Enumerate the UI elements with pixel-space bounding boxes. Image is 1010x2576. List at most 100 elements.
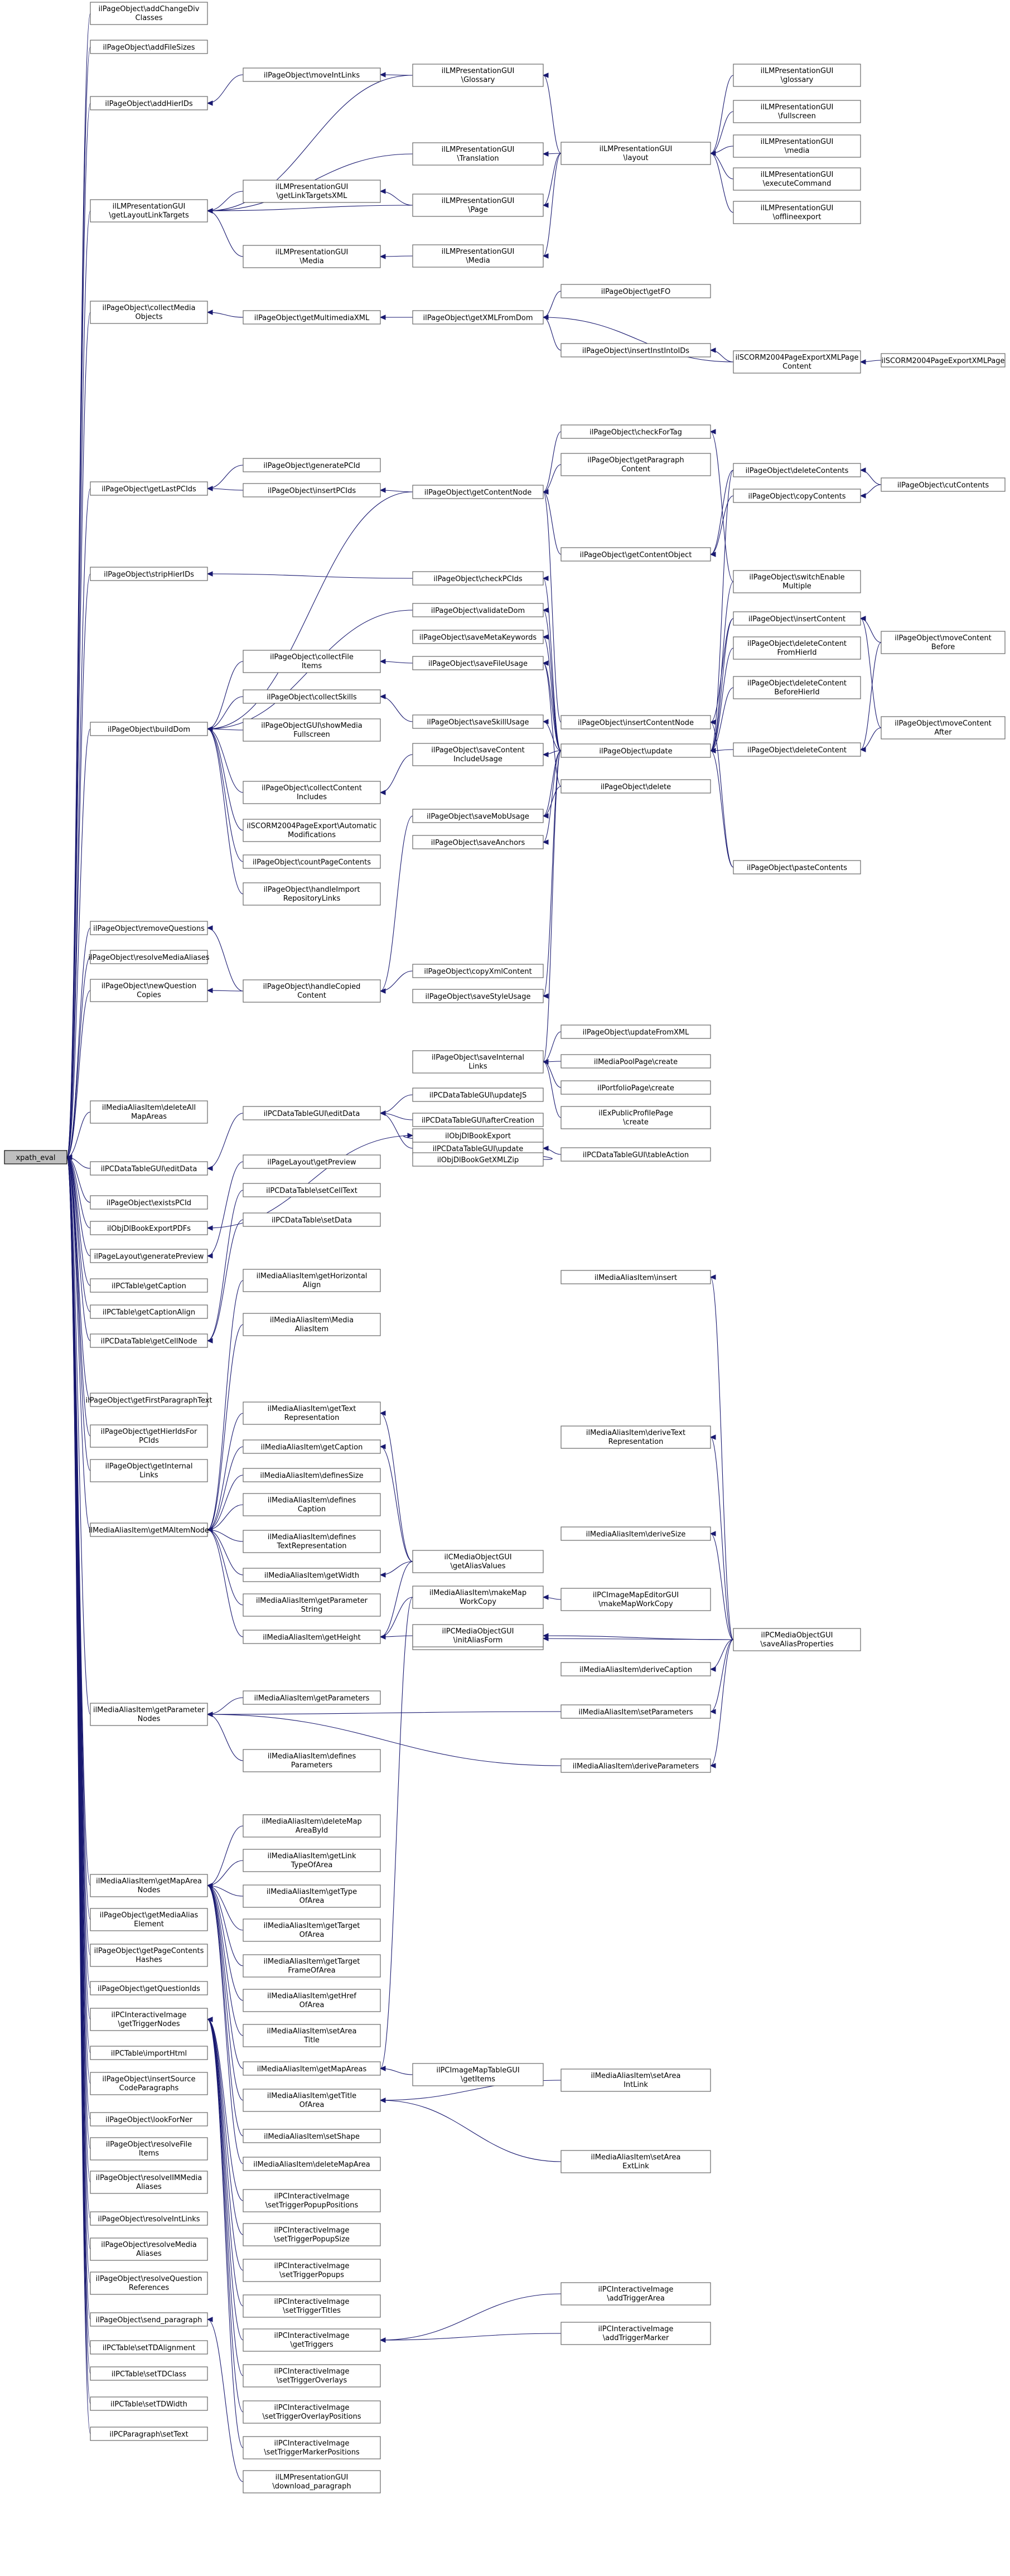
graph-node-m47[interactable]: ilPCInteractiveImage\setTriggerOverlays [243,2364,381,2387]
graph-node-e5[interactable]: ilLMPresentationGUI\offlineexport [733,201,861,224]
graph-node-m25[interactable]: ilMediaAliasItem\definesTextRepresentati… [243,1530,381,1553]
graph-node-e8[interactable]: ilPageObject\copyContents [733,489,861,503]
graph-node-d21[interactable]: ilMediaAliasItem\deriveParameters [560,1758,711,1773]
graph-node-d24[interactable]: ilPCInteractiveImage\addTriggerArea [560,2282,711,2306]
graph-node-c9[interactable]: ilPageObject\saveMetaKeywords [412,630,544,644]
graph-node-m18[interactable]: ilPCDataTable\setData [243,1212,381,1227]
graph-node-m28[interactable]: ilMediaAliasItem\getHeight [243,1630,381,1644]
graph-node-c16[interactable]: ilPageObject\saveStyleUsage [412,989,544,1003]
graph-node-root[interactable]: xpath_eval [4,1150,67,1164]
graph-node-n18[interactable]: ilPCTable\getCaptionAlign [90,1304,208,1319]
graph-node-n10[interactable]: ilPageObject\resolveMediaAliases [88,950,210,964]
graph-node-f2[interactable]: ilPageObject\cutContents [881,477,1006,492]
graph-node-m38[interactable]: ilMediaAliasItem\getMapAreas [243,2061,381,2076]
graph-node-n7[interactable]: ilPageObject\stripHierIDs [90,567,208,581]
graph-node-d2[interactable]: ilPageObject\getFO [560,284,711,298]
graph-node-n39[interactable]: ilPCTable\setTDAlignment [90,2340,208,2355]
graph-node-m17[interactable]: ilPCDataTable\setCellText [243,1183,381,1197]
graph-node-c3[interactable]: ilLMPresentationGUI\Page [412,194,544,217]
graph-node-m48[interactable]: ilPCInteractiveImage\setTriggerOverlayPo… [243,2400,381,2424]
graph-node-n2[interactable]: ilPageObject\addFileSizes [90,40,208,54]
graph-node-d20[interactable]: ilMediaAliasItem\setParameters [560,1704,711,1719]
graph-node-c6[interactable]: ilPageObject\getContentNode [412,485,544,499]
graph-node-n19[interactable]: ilPCDataTable\getCellNode [90,1333,208,1348]
graph-node-d17[interactable]: ilMediaAliasItem\deriveSize [560,1526,711,1541]
graph-node-d14[interactable]: ilPCDataTableGUI\tableAction [560,1147,711,1162]
graph-node-n29[interactable]: ilPCInteractiveImage\getTriggerNodes [90,2008,208,2031]
graph-node-m15[interactable]: ilPCDataTableGUI\editData [243,1106,381,1120]
graph-node-m44[interactable]: ilPCInteractiveImage\setTriggerPopups [243,2259,381,2282]
graph-node-c5[interactable]: ilPageObject\getXMLFromDom [412,310,544,325]
graph-node-m6[interactable]: ilPageObject\insertPCIds [243,483,381,497]
graph-node-n14[interactable]: ilPageObject\existsPCId [90,1195,208,1210]
graph-node-d25[interactable]: ilPCInteractiveImage\addTriggerMarker [560,2322,711,2345]
graph-node-c23[interactable]: ilCMediaObjectGUI\getAliasValues [412,1550,544,1573]
graph-node-n4[interactable]: ilLMPresentationGUI\getLayoutLinkTargets [90,199,208,223]
graph-node-d18[interactable]: ilMediaAliasItem\deriveCaption [560,1662,711,1676]
graph-node-e3[interactable]: ilLMPresentationGUI\media [733,134,861,158]
graph-node-n38[interactable]: ilPageObject\send_paragraph [90,2312,208,2327]
graph-node-e10[interactable]: ilPageObject\insertContent [733,611,861,626]
graph-node-m16[interactable]: ilPageLayout\getPreview [243,1154,381,1169]
graph-node-d3[interactable]: ilPageObject\insertInstIntoIDs [560,343,711,357]
graph-node-m8[interactable]: ilPageObject\collectSkills [243,689,381,704]
graph-node-d6[interactable]: ilPageObject\getContentObject [560,547,711,562]
graph-node-c7[interactable]: ilPageObject\checkPCIds [412,571,544,586]
graph-node-m43[interactable]: ilPCInteractiveImage\setTriggerPopupSize [243,2223,381,2246]
graph-node-m3[interactable]: ilLMPresentationGUI\getLinkTargetsXML [243,180,381,203]
graph-node-c22[interactable]: ilObjDlBookGetXMLZip [412,1152,544,1167]
graph-node-d19[interactable]: ilPCImageMapEditorGUI\makeMapWorkCopy [560,1588,711,1611]
graph-node-m42[interactable]: ilPCInteractiveImage\setTriggerPopupPosi… [243,2189,381,2212]
graph-node-n8[interactable]: ilPageObject\buildDom [90,722,208,736]
graph-node-d7[interactable]: ilPageObject\insertContentNode [560,715,711,729]
graph-node-n6[interactable]: ilPageObject\getLastPCIds [90,481,208,496]
graph-node-d12[interactable]: ilPortfolioPage\create [560,1080,711,1095]
graph-node-m40[interactable]: ilMediaAliasItem\setShape [243,2129,381,2143]
graph-node-n36[interactable]: ilPageObject\resolveMediaAliases [90,2237,208,2261]
graph-node-m49[interactable]: ilPCInteractiveImage\setTriggerMarkerPos… [243,2436,381,2459]
graph-node-e13[interactable]: ilPageObject\deleteContent [733,742,861,757]
graph-node-n41[interactable]: ilPCTable\setTDWidth [90,2396,208,2411]
graph-node-c4[interactable]: ilLMPresentationGUI\Media [412,244,544,268]
graph-node-n13[interactable]: ilPCDataTableGUI\editData [90,1161,208,1176]
graph-node-c18[interactable]: ilPCDataTableGUI\updateJS [412,1088,544,1102]
graph-node-c19[interactable]: ilPCDataTableGUI\afterCreation [412,1113,544,1127]
graph-node-e4[interactable]: ilLMPresentationGUI\executeCommand [733,167,861,191]
graph-node-m22[interactable]: ilMediaAliasItem\getCaption [243,1439,381,1454]
graph-node-c27[interactable]: ilPCImageMapTableGUI\getItems [412,2063,544,2086]
graph-node-n32[interactable]: ilPageObject\lookForNer [90,2112,208,2126]
graph-node-m26[interactable]: ilMediaAliasItem\getWidth [243,1568,381,1582]
graph-node-d9[interactable]: ilPageObject\delete [560,779,711,794]
